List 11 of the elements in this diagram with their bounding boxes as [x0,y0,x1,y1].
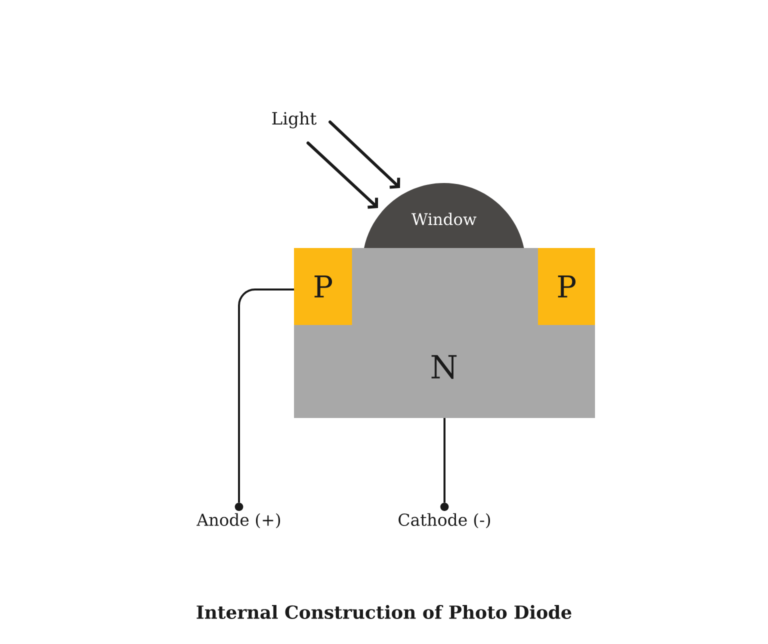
terminal-label: Anode (+) [196,513,280,528]
terminal-lead [444,418,446,503]
window-dome: Window [364,183,524,248]
p-region-block: P [538,248,595,325]
p-region-block: P [294,248,352,325]
terminal-label: Cathode (-) [398,513,490,528]
arrow [306,142,378,209]
text-label: Light [272,112,317,128]
arrow [328,120,400,189]
caption: Internal Construction of Photo Diode [196,605,572,619]
terminal-lead [238,288,294,503]
